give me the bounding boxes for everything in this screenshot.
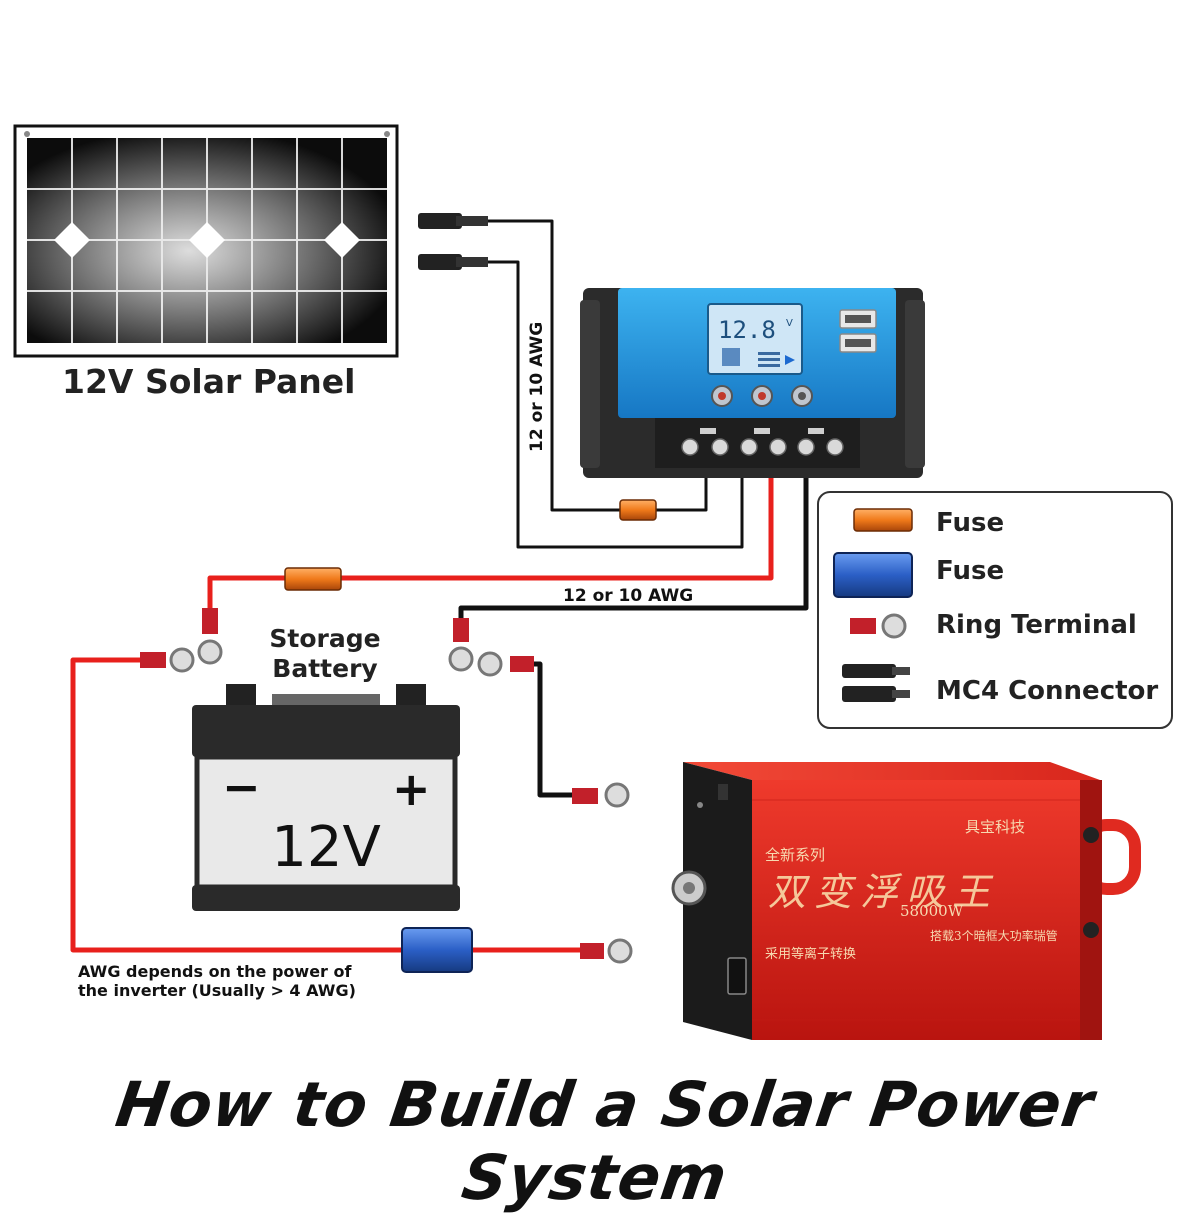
legend-label-mc4: MC4 Connector xyxy=(936,676,1159,706)
ring-terminal-battery-neg-top xyxy=(448,618,474,672)
mc4-connectors xyxy=(418,213,488,270)
inverter-feature: 采用等离子转换 xyxy=(765,946,856,962)
orange-fuse-icon xyxy=(853,508,913,532)
ring-terminal-icon xyxy=(850,613,907,639)
inverter-wire-note-line2: the inverter (Usually > 4 AWG) xyxy=(78,981,356,1000)
charge-controller: 12.8 V xyxy=(580,288,925,478)
ring-terminal-inverter-pos xyxy=(580,938,633,964)
panel-wire-label: 12 or 10 AWG xyxy=(527,322,547,452)
ring-terminals xyxy=(140,608,633,964)
page-title: How to Build a Solar Power System xyxy=(111,1068,1099,1214)
inverter-series: 全新系列 xyxy=(765,846,825,864)
blue-fuse-inverter xyxy=(401,927,473,973)
inverter-power-switch xyxy=(727,957,747,995)
blue-fuse-icon xyxy=(833,552,913,598)
legend-label-ring-terminal: Ring Terminal xyxy=(936,610,1137,640)
battery-minus: − xyxy=(222,760,261,814)
inverter-brand: 具宝科技 xyxy=(965,818,1025,836)
controller-terminals xyxy=(681,438,844,456)
inverter-spec: 搭载3个暗框大功率瑞管 xyxy=(930,928,1058,943)
inverter-wire-note: AWG depends on the power of the inverter… xyxy=(78,962,356,1000)
inverter-power: 58000W xyxy=(900,902,964,920)
solar-panel-label: 12V Solar Panel xyxy=(62,362,356,401)
ring-terminal-inverter-neg xyxy=(572,782,630,808)
legend-box xyxy=(817,491,1173,729)
ring-terminal-battery-pos-top xyxy=(197,608,223,665)
battery-plus: + xyxy=(392,762,431,816)
controller-voltage-unit: V xyxy=(786,318,793,329)
legend-label-orange-fuse: Fuse xyxy=(936,508,1005,538)
ring-terminal-battery-neg-right xyxy=(477,651,534,677)
panel-diamonds xyxy=(54,222,360,258)
controller-voltage: 12.8 xyxy=(718,316,776,344)
mc4-connector-icon xyxy=(842,664,910,702)
battery-wire-label: 12 or 10 AWG xyxy=(563,586,693,606)
battery-title-line1: Storage xyxy=(269,624,381,653)
legend-label-blue-fuse: Fuse xyxy=(936,556,1005,586)
orange-fuse-battery xyxy=(284,567,342,591)
battery-title: Storage Battery xyxy=(240,624,410,684)
inverter-wire-note-line1: AWG depends on the power of xyxy=(78,962,352,981)
ring-terminal-battery-pos-left xyxy=(140,647,195,673)
storage-battery: − + 12V xyxy=(192,684,460,911)
orange-fuse-panel xyxy=(619,499,657,521)
inverter: 全新系列 具宝科技 双变浮吸王 58000W 搭载3个暗框大功率瑞管 采用等离子… xyxy=(671,762,1141,1040)
battery-voltage: 12V xyxy=(271,815,381,880)
inverter-name: 双变浮吸王 xyxy=(768,870,998,914)
solar-panel xyxy=(13,124,399,358)
battery-title-line2: Battery xyxy=(272,654,378,683)
